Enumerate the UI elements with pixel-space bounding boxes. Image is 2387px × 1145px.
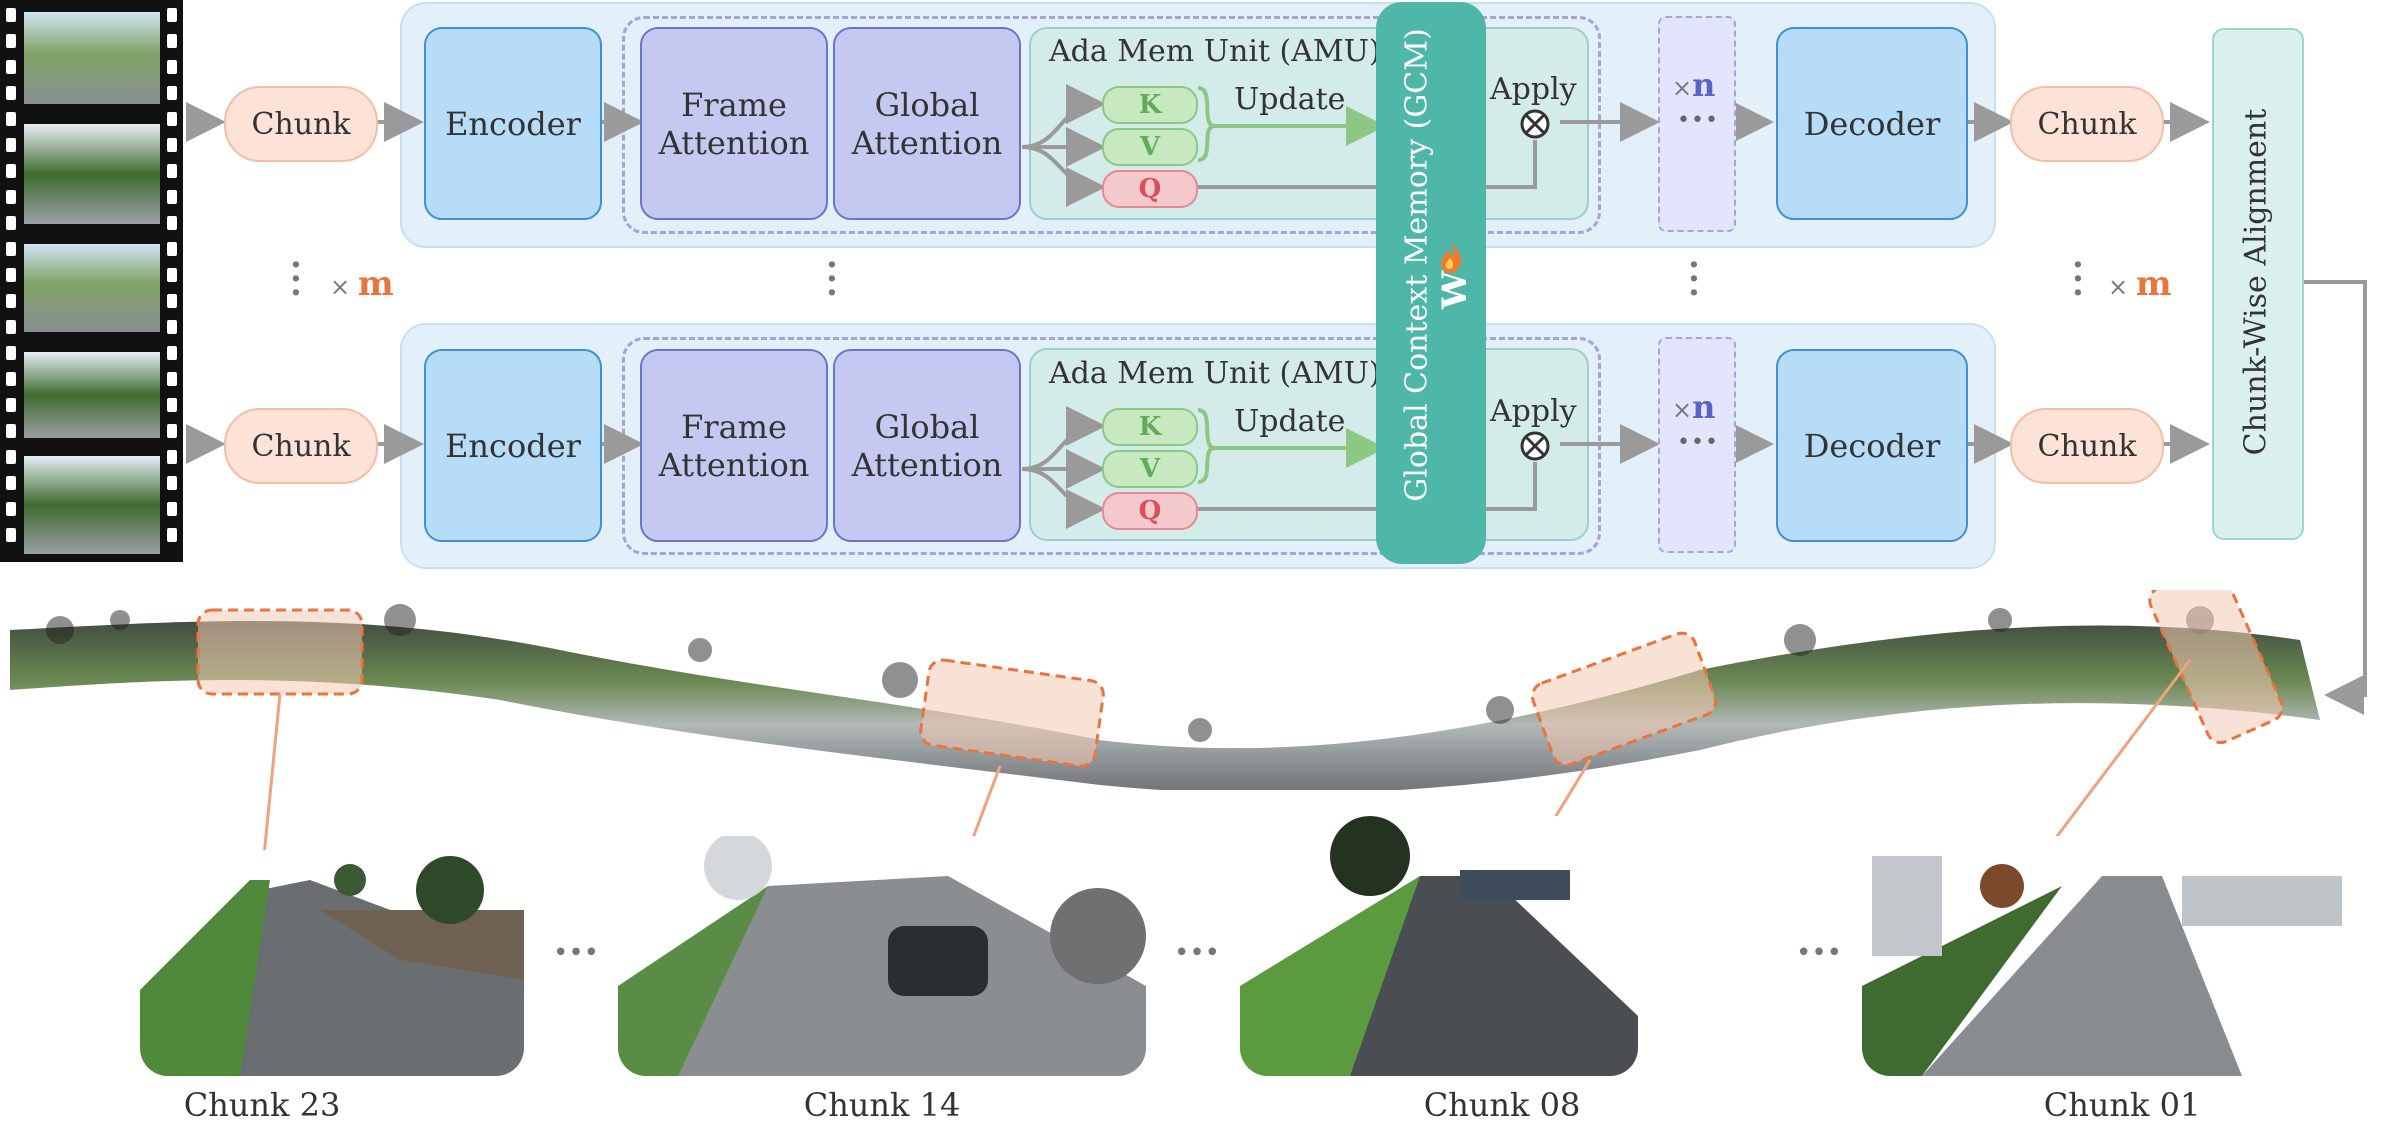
chunk-caption-14: Chunk 14 bbox=[803, 1086, 961, 1124]
times-sign: × bbox=[1672, 74, 1693, 102]
query-pill-top: Q bbox=[1102, 170, 1198, 208]
value-pill-top: V bbox=[1102, 128, 1198, 166]
gcm-weight: W bbox=[1435, 240, 1496, 330]
chunk-caption-08: Chunk 08 bbox=[1423, 1086, 1581, 1124]
chunk-thumbnail-01 bbox=[1862, 836, 2386, 1076]
film-strip bbox=[0, 0, 183, 562]
times-sign: × bbox=[330, 273, 358, 301]
n-symbol: n bbox=[1692, 66, 1716, 104]
amu-title-bottom: Ada Mem Unit (AMU) bbox=[1049, 356, 1381, 391]
key-pill-top: K bbox=[1102, 86, 1198, 124]
thumbnail-ellipsis-2: ••• bbox=[1174, 938, 1221, 968]
chunk-wise-alignment-block bbox=[2212, 28, 2304, 540]
times-sign: × bbox=[1672, 396, 1693, 424]
apply-label-top: Apply bbox=[1490, 72, 1577, 107]
apply-label-bottom: Apply bbox=[1490, 394, 1577, 429]
n-symbol: n bbox=[1692, 388, 1716, 426]
decoder-block-top: Decoder bbox=[1776, 27, 1968, 220]
repeat-n-box-bottom bbox=[1658, 337, 1736, 553]
chunk-pill-in-top: Chunk bbox=[224, 86, 378, 162]
times-n-label-top: ×n bbox=[1672, 66, 1715, 104]
film-strip-frames bbox=[6, 8, 177, 554]
m-symbol: m bbox=[357, 264, 394, 304]
chunk-caption-23: Chunk 23 bbox=[183, 1086, 341, 1124]
vertical-ellipsis-1: ··· bbox=[290, 245, 302, 313]
key-pill-bottom: K bbox=[1102, 408, 1198, 446]
query-pill-bottom: Q bbox=[1102, 492, 1198, 530]
encoder-block-bottom: Encoder bbox=[424, 349, 602, 542]
frame-attention-block-bottom: Frame Attention bbox=[640, 349, 828, 542]
flame-icon bbox=[1441, 242, 1461, 274]
point-cloud-reconstruction bbox=[10, 590, 2320, 790]
vertical-ellipsis-4: ··· bbox=[2072, 245, 2084, 313]
times-m-label-right: × m bbox=[2108, 264, 2172, 304]
ellipsis-top: ••• bbox=[1677, 108, 1719, 133]
vertical-ellipsis-2: ··· bbox=[826, 245, 838, 313]
repeat-n-box-top bbox=[1658, 16, 1736, 232]
chunk-thumbnail-08 bbox=[1240, 816, 1638, 1076]
chunk-caption-01: Chunk 01 bbox=[2043, 1086, 2201, 1124]
chunk-thumbnail-23 bbox=[140, 850, 524, 1076]
global-context-memory-block bbox=[1376, 2, 1486, 564]
chunk-01-render bbox=[1862, 836, 2386, 1076]
global-attention-block-bottom: Global Attention bbox=[833, 349, 1021, 542]
times-m-label-left: × m bbox=[330, 264, 394, 304]
chunk-23-render bbox=[140, 850, 524, 1076]
times-n-label-bottom: ×n bbox=[1672, 388, 1715, 426]
thumbnail-ellipsis-1: ••• bbox=[553, 938, 600, 968]
m-symbol: m bbox=[2135, 264, 2172, 304]
chunk-14-render bbox=[618, 836, 1146, 1076]
chunk-pill-in-bottom: Chunk bbox=[224, 408, 378, 484]
chunk-pill-out-top: Chunk bbox=[2010, 86, 2164, 162]
global-attention-block-top: Global Attention bbox=[833, 27, 1021, 220]
frame-attention-block-top: Frame Attention bbox=[640, 27, 828, 220]
times-sign: × bbox=[2108, 273, 2136, 301]
thumbnail-ellipsis-3: ••• bbox=[1796, 938, 1843, 968]
chunk-thumbnail-14 bbox=[618, 836, 1146, 1076]
update-label-top: Update bbox=[1234, 82, 1346, 117]
chunk-08-render bbox=[1240, 816, 1638, 1076]
encoder-block-top: Encoder bbox=[424, 27, 602, 220]
ellipsis-bottom: ••• bbox=[1677, 430, 1719, 455]
decoder-block-bottom: Decoder bbox=[1776, 349, 1968, 542]
value-pill-bottom: V bbox=[1102, 450, 1198, 488]
update-label-bottom: Update bbox=[1234, 404, 1346, 439]
amu-title-top: Ada Mem Unit (AMU) bbox=[1049, 34, 1381, 69]
vertical-ellipsis-3: ··· bbox=[1688, 245, 1700, 313]
chunk-pill-out-bottom: Chunk bbox=[2010, 408, 2164, 484]
